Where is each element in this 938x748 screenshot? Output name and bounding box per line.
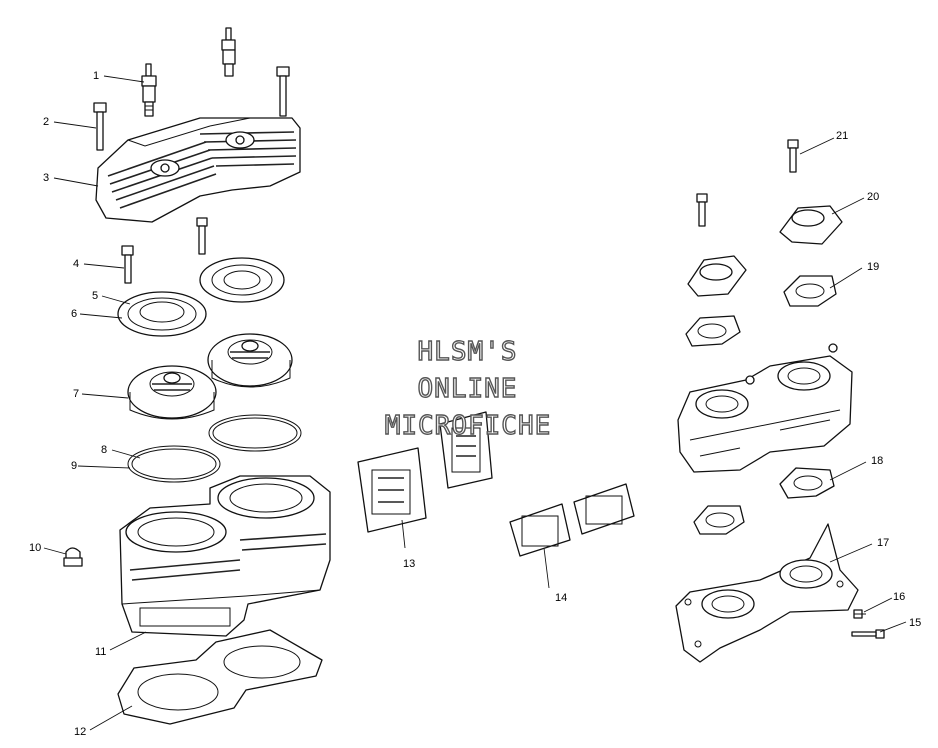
o-ring-lower xyxy=(127,445,221,483)
carburetor-assembly xyxy=(677,343,853,473)
callout-13: 13 xyxy=(403,558,416,570)
callout-6: 6 xyxy=(71,308,78,320)
callout-17: 17 xyxy=(877,537,890,549)
bolt-4 xyxy=(121,245,134,284)
callout-11: 11 xyxy=(95,646,107,658)
reed-gasket-upper xyxy=(573,483,635,535)
callout-12: 12 xyxy=(74,726,87,738)
insert-cover-lower xyxy=(117,291,207,337)
gasket-18 xyxy=(779,467,835,499)
callout-19: 19 xyxy=(867,261,880,273)
callout-8: 8 xyxy=(101,444,108,456)
bolt-2 xyxy=(93,102,107,151)
callout-5: 5 xyxy=(92,290,99,302)
callout-18: 18 xyxy=(871,455,884,467)
callout-15: 15 xyxy=(909,617,922,629)
combustion-dome-lower xyxy=(127,365,217,420)
reed-gasket-lower xyxy=(509,503,571,557)
callout-16: 16 xyxy=(893,591,906,603)
gasket-19 xyxy=(783,275,837,307)
callout-14: 14 xyxy=(555,592,568,604)
screw-16 xyxy=(853,609,866,619)
spark-plug-1 xyxy=(141,63,157,117)
callout-3: 3 xyxy=(43,172,50,184)
intake-manifold xyxy=(675,523,859,663)
callout-4: 4 xyxy=(73,258,80,270)
reed-valve-upper xyxy=(439,411,493,489)
intake-flange-20 xyxy=(779,205,843,245)
cap-nut xyxy=(63,547,83,567)
bolt-top xyxy=(276,66,290,117)
watermark-line-2: ONLINE xyxy=(417,373,518,404)
watermark-line-3: MICROFICHE xyxy=(384,410,552,441)
leader-lines xyxy=(43,75,907,731)
bolt-below-head xyxy=(196,217,208,255)
gasket-left xyxy=(685,315,741,347)
gasket-18-left xyxy=(693,505,745,535)
callout-2: 2 xyxy=(43,116,50,128)
spark-plug-2 xyxy=(221,27,236,77)
intake-flange-left xyxy=(687,255,747,297)
o-ring-upper xyxy=(208,414,302,452)
cylinder-block xyxy=(119,475,331,637)
callout-7: 7 xyxy=(73,388,80,400)
reed-valve-lower xyxy=(357,447,427,533)
callout-1: 1 xyxy=(93,70,100,82)
base-gasket xyxy=(117,629,323,725)
screw-15 xyxy=(851,629,885,639)
callout-20: 20 xyxy=(867,191,880,203)
cylinder-head xyxy=(95,117,301,223)
insert-cover-upper xyxy=(199,257,285,303)
bolt-intake-left xyxy=(696,193,708,227)
callout-9: 9 xyxy=(71,460,78,472)
callout-10: 10 xyxy=(29,542,42,554)
watermark-line-1: HLSM'S xyxy=(417,336,518,367)
bolt-21 xyxy=(787,139,799,173)
callout-21: 21 xyxy=(836,130,849,142)
combustion-dome-upper xyxy=(207,333,293,388)
